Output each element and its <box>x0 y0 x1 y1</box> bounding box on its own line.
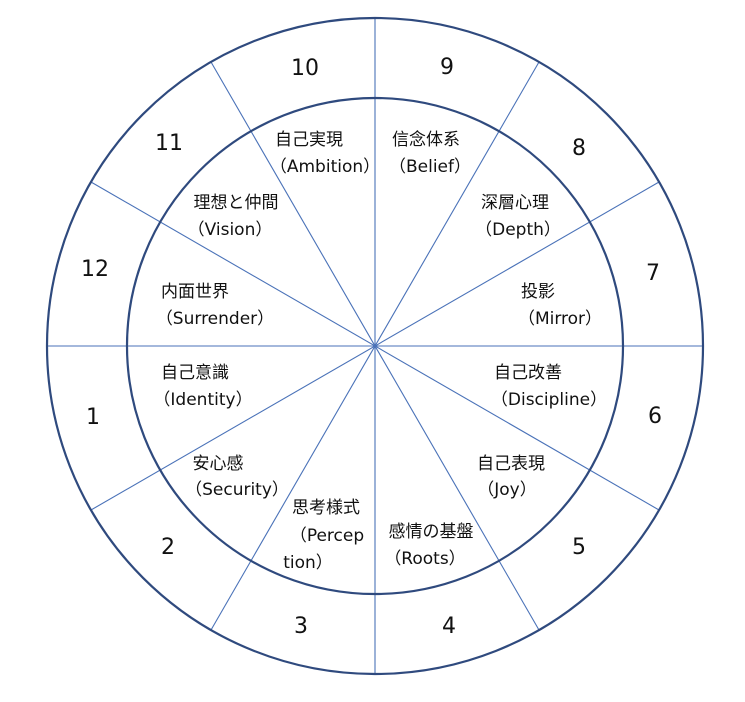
house-dividers <box>47 18 703 674</box>
house-number-7: 7 <box>646 261 660 286</box>
house-label-2-line-2: （Security） <box>185 480 289 500</box>
house-number-6: 6 <box>648 404 662 429</box>
house-label-11-line-1: 理想と仲間 <box>194 193 279 213</box>
house-number-1: 1 <box>86 405 100 430</box>
house-label-7-line-2: （Mirror） <box>518 309 602 329</box>
house-label-3-line-3: tion） <box>283 553 333 573</box>
house-number-4: 4 <box>442 614 456 639</box>
house-label-4-line-2: （Roots） <box>384 549 465 569</box>
house-label-1-line-1: 自己意識 <box>161 363 229 383</box>
house-label-10-line-2: （Ambition） <box>270 157 380 177</box>
house-number-12: 12 <box>81 257 109 282</box>
house-label-6-line-1: 自己改善 <box>494 363 562 383</box>
house-number-2: 2 <box>161 535 175 560</box>
house-label-9-line-2: （Belief） <box>389 157 471 177</box>
house-number-5: 5 <box>572 535 586 560</box>
outer-circle <box>45 16 705 676</box>
house-label-2-line-1: 安心感 <box>193 454 244 474</box>
house-label-6-line-2: （Discipline） <box>491 390 607 410</box>
inner-circle <box>125 96 625 596</box>
house-label-11-line-2: （Vision） <box>188 220 273 240</box>
house-label-12-line-1: 内面世界 <box>161 282 229 302</box>
house-label-4-line-1: 感情の基盤 <box>389 522 474 542</box>
house-label-5-line-1: 自己表現 <box>477 454 545 474</box>
house-labels: 自己意識 （Identity） 安心感 （Security） 思考様式 （Per… <box>153 129 607 573</box>
house-label-9-line-1: 信念体系 <box>392 129 460 150</box>
house-number-9: 9 <box>440 55 454 80</box>
house-label-3-line-1: 思考様式 <box>292 498 360 518</box>
house-label-1-line-2: （Identity） <box>153 390 252 410</box>
house-label-5-line-2: （Joy） <box>477 480 536 500</box>
house-numbers: 1 2 3 4 5 6 7 8 9 10 11 12 <box>81 55 662 639</box>
house-number-3: 3 <box>294 614 308 639</box>
house-number-10: 10 <box>291 56 319 81</box>
house-label-8-line-1: 深層心理 <box>481 193 549 213</box>
divider-150 <box>90 181 660 511</box>
house-number-8: 8 <box>572 136 586 161</box>
house-label-8-line-2: （Depth） <box>475 220 561 240</box>
house-label-12-line-2: （Surrender） <box>156 309 274 329</box>
house-number-11: 11 <box>155 131 183 156</box>
house-label-3-line-2: （Percep <box>290 526 364 546</box>
house-label-7-line-1: 投影 <box>521 282 555 302</box>
house-label-10-line-1: 自己実現 <box>275 130 343 150</box>
